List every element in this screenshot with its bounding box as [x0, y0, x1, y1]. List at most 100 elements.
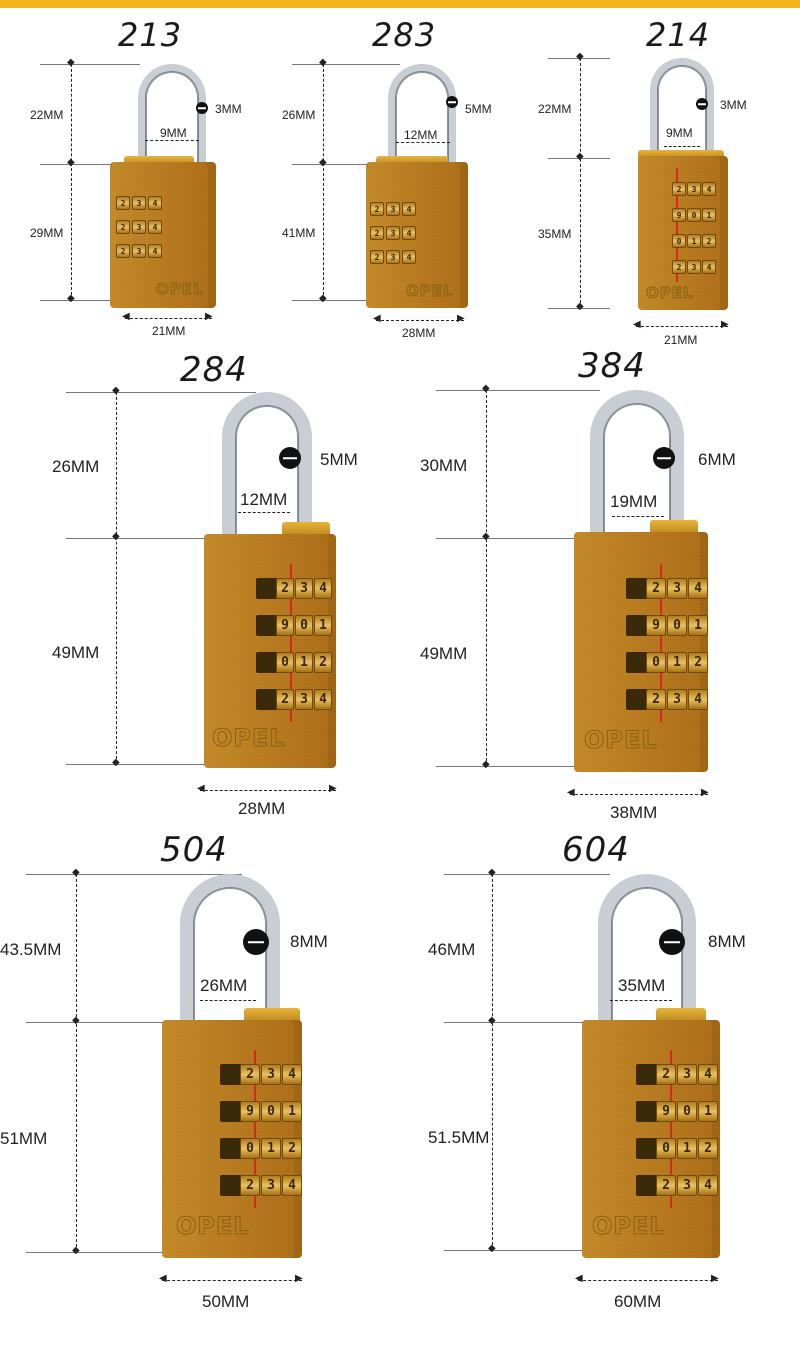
arrow-icon: ◀: [197, 783, 205, 794]
combination-wheel[interactable]: 1: [261, 1138, 281, 1159]
combination-wheel[interactable]: 2: [370, 250, 384, 264]
combination-wheel[interactable]: 3: [295, 578, 313, 599]
combination-wheel[interactable]: 9: [240, 1101, 260, 1122]
combination-wheel[interactable]: 0: [677, 1101, 697, 1122]
combination-wheel[interactable]: 1: [667, 652, 687, 673]
combination-wheel[interactable]: 2: [656, 1175, 676, 1196]
shackle-height-label: 43.5MM: [0, 939, 62, 959]
body-width-line: [200, 790, 336, 791]
shackle-gap-line: [610, 1000, 672, 1001]
combination-wheel[interactable]: 3: [677, 1175, 697, 1196]
combination-wheel[interactable]: 1: [282, 1101, 302, 1122]
combination-wheel[interactable]: 3: [667, 578, 687, 599]
combination-wheel[interactable]: 3: [132, 220, 146, 234]
arrow-icon: ◆: [72, 1015, 80, 1026]
combination-wheel[interactable]: 0: [667, 615, 687, 636]
combination-wheel[interactable]: 2: [240, 1064, 260, 1085]
combination-wheel[interactable]: 3: [261, 1064, 281, 1085]
combination-wheel[interactable]: 0: [295, 615, 313, 636]
wheel-window: [626, 652, 648, 673]
combination-wheel[interactable]: 1: [702, 208, 716, 222]
combination-wheel[interactable]: 9: [276, 615, 294, 636]
combination-wheel[interactable]: 3: [687, 182, 701, 196]
combination-wheel[interactable]: 3: [261, 1175, 281, 1196]
combination-wheel[interactable]: 3: [677, 1064, 697, 1085]
combination-wheel[interactable]: 0: [656, 1138, 676, 1159]
combination-wheel[interactable]: 3: [386, 250, 400, 264]
combination-wheel[interactable]: 4: [702, 260, 716, 274]
wheel-window: [626, 578, 648, 599]
combination-wheel[interactable]: 3: [687, 260, 701, 274]
combination-wheel[interactable]: 4: [314, 689, 332, 710]
combination-wheel[interactable]: 2: [688, 652, 708, 673]
combination-wheel[interactable]: 9: [646, 615, 666, 636]
combination-wheel[interactable]: 1: [688, 615, 708, 636]
combination-wheel[interactable]: 2: [646, 578, 666, 599]
combination-wheel[interactable]: 3: [667, 689, 687, 710]
combination-wheel[interactable]: 4: [402, 250, 416, 264]
combination-wheel[interactable]: 4: [282, 1175, 302, 1196]
body-height-label: 51.5MM: [428, 1127, 490, 1147]
combination-wheel[interactable]: 2: [698, 1138, 718, 1159]
arrow-icon: ◀: [567, 787, 575, 798]
combination-wheel[interactable]: 4: [148, 244, 162, 258]
arrow-icon: ▶: [701, 787, 709, 798]
combination-wheel[interactable]: 4: [702, 182, 716, 196]
combination-wheel[interactable]: 4: [688, 689, 708, 710]
reference-line: [292, 300, 400, 301]
model-number: 604: [562, 830, 630, 870]
combination-wheel[interactable]: 4: [402, 226, 416, 240]
shackle-diameter-label: 3MM: [215, 102, 242, 116]
shackle-gap-label: 19MM: [610, 492, 658, 511]
combination-wheel[interactable]: 9: [672, 208, 686, 222]
combination-wheel[interactable]: 1: [677, 1138, 697, 1159]
combination-wheel[interactable]: 2: [646, 689, 666, 710]
combination-wheel[interactable]: 4: [698, 1064, 718, 1085]
combination-wheel[interactable]: 0: [672, 234, 686, 248]
combination-wheel[interactable]: 4: [688, 578, 708, 599]
combination-wheel[interactable]: 2: [240, 1175, 260, 1196]
combination-wheel[interactable]: 3: [386, 202, 400, 216]
combination-wheel[interactable]: 4: [282, 1064, 302, 1085]
combination-wheel[interactable]: 2: [116, 220, 130, 234]
combination-wheel[interactable]: 0: [646, 652, 666, 673]
combination-wheel[interactable]: 1: [314, 615, 332, 636]
combination-wheel[interactable]: 4: [698, 1175, 718, 1196]
combination-wheel[interactable]: 0: [240, 1138, 260, 1159]
combination-wheel[interactable]: 4: [148, 196, 162, 210]
diameter-marker-icon: [659, 929, 685, 955]
combination-wheel[interactable]: 4: [148, 220, 162, 234]
combination-wheel[interactable]: 3: [386, 226, 400, 240]
combination-wheel[interactable]: 2: [672, 260, 686, 274]
combination-wheel[interactable]: 2: [276, 578, 294, 599]
arrow-icon: ▶: [721, 319, 729, 330]
combination-wheel[interactable]: 0: [687, 208, 701, 222]
combination-wheel[interactable]: 2: [116, 244, 130, 258]
diameter-marker-icon: [653, 447, 675, 469]
combination-wheel[interactable]: 2: [702, 234, 716, 248]
combination-wheel[interactable]: 3: [132, 196, 146, 210]
combination-wheel[interactable]: 2: [276, 689, 294, 710]
combination-wheel[interactable]: 1: [687, 234, 701, 248]
shackle-height-label: 22MM: [30, 108, 64, 122]
wheel-window: [256, 578, 278, 599]
combination-wheel[interactable]: 2: [672, 182, 686, 196]
height-dimension-line: [323, 64, 324, 300]
combination-wheel[interactable]: 2: [314, 652, 332, 673]
combination-wheel[interactable]: 2: [370, 202, 384, 216]
combination-wheel[interactable]: 4: [314, 578, 332, 599]
combination-wheel[interactable]: 0: [261, 1101, 281, 1122]
combination-wheel[interactable]: 2: [282, 1138, 302, 1159]
combination-wheel[interactable]: 4: [402, 202, 416, 216]
wheel-window: [636, 1064, 658, 1085]
combination-wheel[interactable]: 2: [370, 226, 384, 240]
combination-wheel[interactable]: 0: [276, 652, 294, 673]
shackle-gap-label: 9MM: [666, 126, 693, 140]
combination-wheel[interactable]: 2: [116, 196, 130, 210]
combination-wheel[interactable]: 1: [698, 1101, 718, 1122]
combination-wheel[interactable]: 3: [295, 689, 313, 710]
combination-wheel[interactable]: 2: [656, 1064, 676, 1085]
combination-wheel[interactable]: 3: [132, 244, 146, 258]
combination-wheel[interactable]: 1: [295, 652, 313, 673]
combination-wheel[interactable]: 9: [656, 1101, 676, 1122]
